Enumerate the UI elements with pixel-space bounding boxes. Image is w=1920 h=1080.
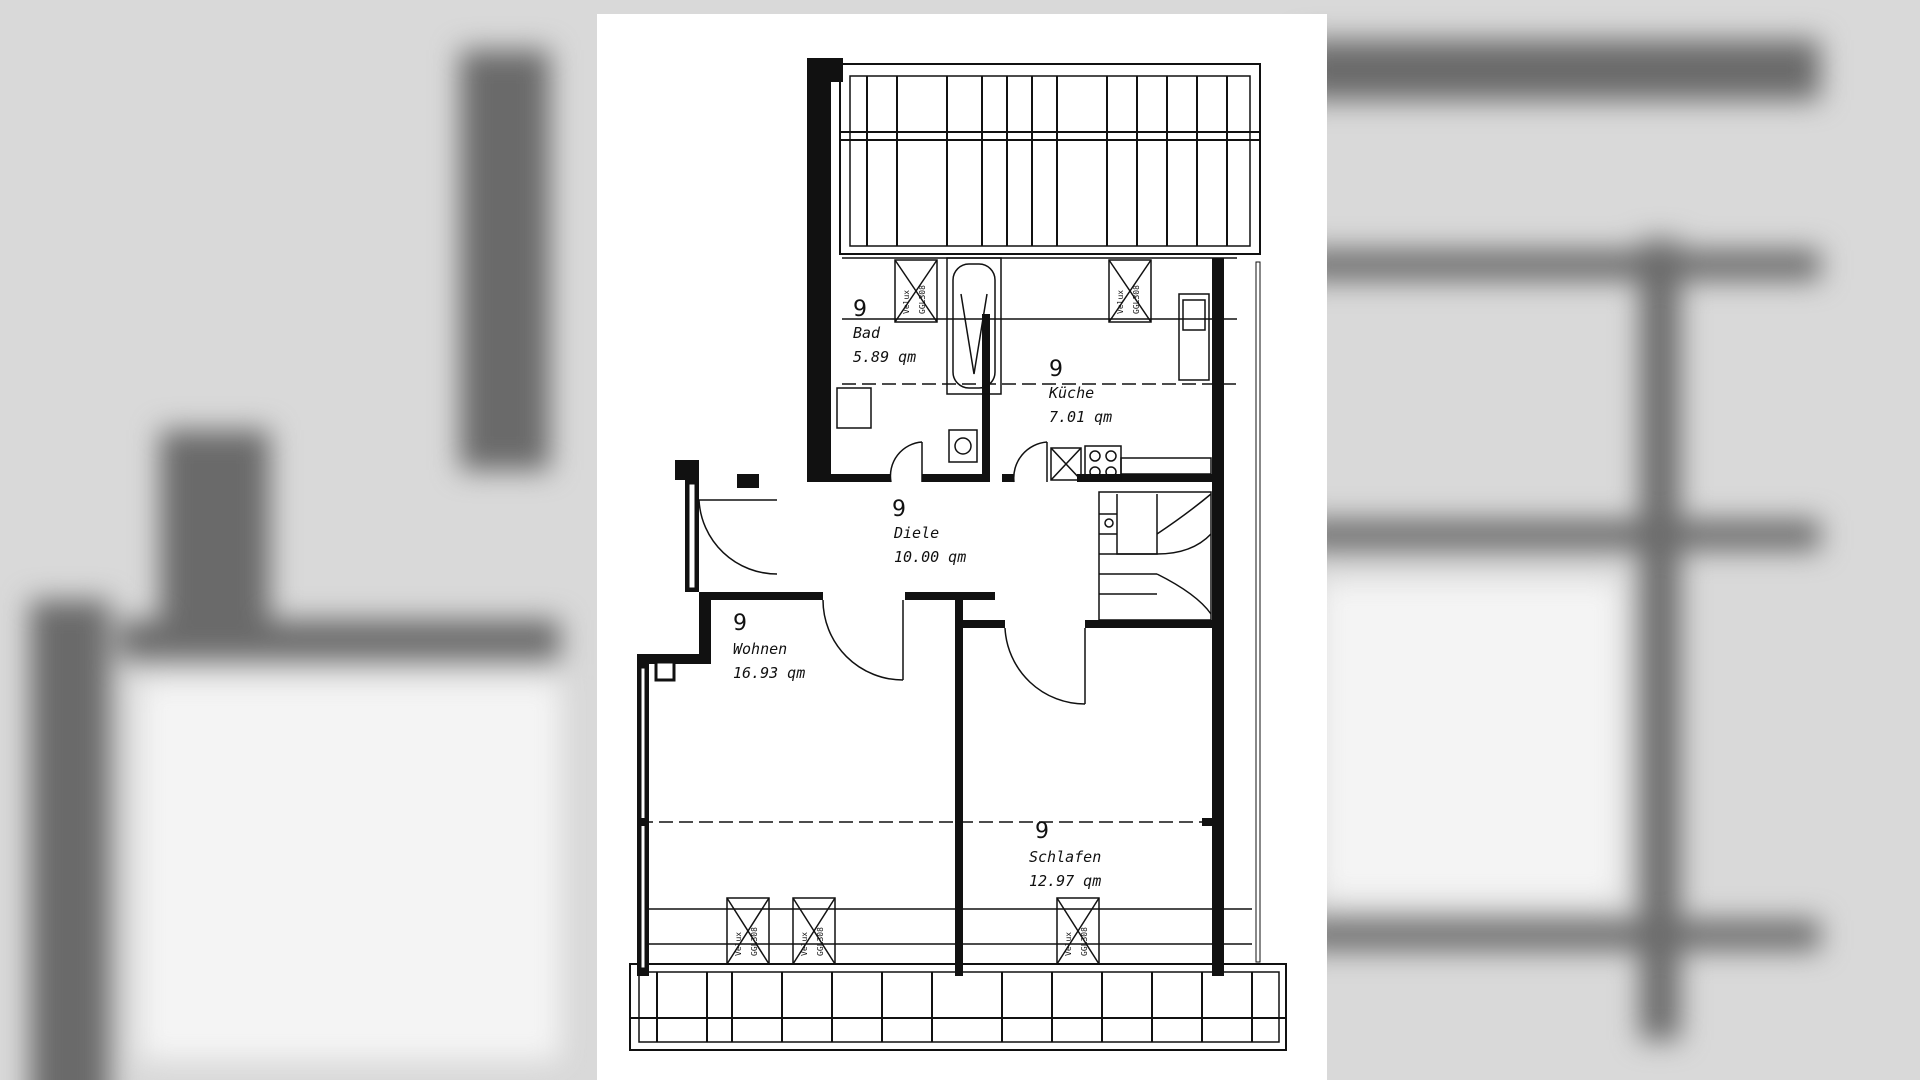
staircase	[1098, 491, 1212, 621]
skylight-wohnen-2: Velux GGL308	[792, 897, 836, 965]
roof-grid-bottom	[629, 963, 1287, 1051]
skylights: Velux GGL308 Velux GGL308 Velux GGL308 V…	[726, 259, 1152, 965]
walls	[637, 58, 1224, 976]
svg-text:GGL308: GGL308	[1132, 285, 1141, 314]
room-name: Wohnen	[733, 640, 787, 658]
skylight-schlafen: Velux GGL308	[1056, 897, 1100, 965]
floor-plan: Velux GGL308 Velux GGL308 Velux GGL308 V…	[629, 58, 1287, 1051]
toilet	[948, 429, 978, 463]
bathtub	[946, 257, 1002, 395]
room-name: Küche	[1048, 384, 1094, 402]
room-level: 9	[1035, 819, 1049, 844]
skylight-wohnen-1: Velux GGL308	[726, 897, 770, 965]
svg-text:Velux: Velux	[902, 290, 911, 314]
room-area: 16.93 qm	[733, 664, 805, 682]
svg-text:GGL308: GGL308	[750, 927, 759, 956]
room-diele: 9 Diele 10.00 qm	[892, 497, 966, 566]
room-area: 7.01 qm	[1049, 408, 1112, 426]
door-swings	[698, 441, 1086, 705]
room-name: Schlafen	[1029, 848, 1101, 866]
washbasin	[836, 387, 872, 429]
room-level: 9	[853, 297, 867, 322]
room-area: 10.00 qm	[894, 548, 966, 566]
room-schlafen: 9 Schlafen 12.97 qm	[1029, 819, 1101, 890]
room-name: Diele	[893, 524, 939, 542]
room-bad: 9 Bad 5.89 qm	[853, 297, 916, 366]
svg-text:GGL308: GGL308	[918, 285, 927, 314]
room-wohnen: 9 Wohnen 16.93 qm	[733, 611, 805, 682]
room-level: 9	[1049, 357, 1063, 382]
roof-grid-top	[839, 63, 1261, 255]
room-kueche: 9 Küche 7.01 qm	[1048, 357, 1112, 426]
svg-text:Velux: Velux	[1064, 932, 1073, 956]
room-level: 9	[892, 497, 906, 522]
svg-text:GGL308: GGL308	[816, 927, 825, 956]
room-area: 5.89 qm	[853, 348, 916, 366]
svg-text:Velux: Velux	[1116, 290, 1125, 314]
room-name: Bad	[853, 324, 881, 342]
room-area: 12.97 qm	[1029, 872, 1101, 890]
room-level: 9	[733, 611, 747, 636]
svg-text:Velux: Velux	[800, 932, 809, 956]
skylight-kueche: Velux GGL308	[1108, 259, 1152, 323]
floor-plan-sheet: Velux GGL308 Velux GGL308 Velux GGL308 V…	[597, 14, 1327, 1080]
skylight-bad: Velux GGL308	[894, 259, 938, 323]
kitchen-sink	[1178, 293, 1210, 381]
svg-text:Velux: Velux	[734, 932, 743, 956]
svg-text:GGL308: GGL308	[1080, 927, 1089, 956]
